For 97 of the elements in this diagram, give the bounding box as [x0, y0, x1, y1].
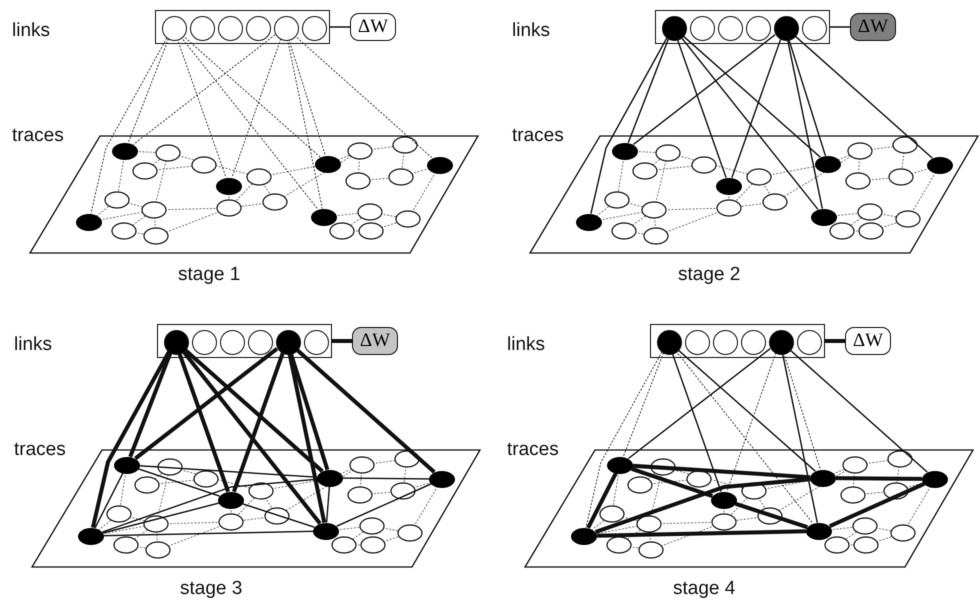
row-label: links	[512, 20, 550, 42]
connector-line	[586, 352, 662, 528]
link-node	[276, 330, 300, 354]
connector-line	[825, 339, 845, 343]
link-node	[162, 16, 186, 40]
connector-line	[242, 503, 315, 528]
connector-line	[682, 34, 821, 158]
link-node	[220, 330, 244, 354]
link-node	[684, 330, 710, 354]
connector-line	[794, 34, 933, 159]
connector-line	[628, 348, 771, 460]
connector-line	[288, 352, 326, 523]
links-box	[655, 10, 830, 44]
connector-line	[336, 483, 432, 527]
weight-change-box: ΔW	[850, 13, 896, 41]
connector-line	[788, 38, 826, 156]
link-node	[740, 330, 766, 354]
connector-line	[343, 477, 429, 480]
connector-line	[830, 26, 850, 28]
connector-line	[632, 464, 810, 480]
link-node	[274, 16, 298, 40]
link-node	[746, 16, 770, 40]
stage-caption: stage 4	[673, 578, 736, 600]
row-label: links	[14, 334, 52, 356]
link-node	[656, 330, 682, 354]
connector-line	[232, 352, 285, 492]
connector-line	[128, 352, 172, 458]
connector-line	[590, 38, 668, 214]
connector-line	[828, 482, 926, 528]
connector-line	[90, 350, 171, 528]
weight-change-box: ΔW	[352, 327, 398, 355]
connector-line	[676, 348, 816, 472]
connector-line	[594, 477, 810, 534]
connector-line	[94, 472, 124, 528]
connector-line	[177, 352, 230, 492]
link-node	[302, 16, 326, 40]
connector-line	[326, 486, 330, 523]
link-node	[662, 16, 686, 40]
link-node	[712, 330, 738, 354]
connector-line	[90, 38, 168, 214]
stage-caption: stage 2	[678, 264, 740, 286]
link-node	[192, 330, 216, 354]
connector-line	[140, 465, 318, 478]
links-box	[157, 324, 332, 358]
connector-line	[330, 26, 350, 28]
link-node	[774, 16, 798, 40]
row-label: links	[507, 334, 546, 356]
link-node	[768, 330, 794, 354]
connector-line	[134, 347, 278, 460]
link-node	[690, 16, 714, 40]
connector-line	[596, 529, 806, 538]
connector-line	[104, 530, 314, 536]
connector-line	[332, 339, 352, 343]
connector-line	[731, 38, 782, 178]
link-node	[190, 16, 214, 40]
weight-change-box: ΔW	[350, 13, 396, 41]
connector-line	[183, 348, 324, 473]
link-node	[802, 16, 826, 40]
stage-caption: stage 3	[180, 578, 242, 600]
connector-line	[138, 468, 220, 497]
row-label: traces	[507, 439, 559, 461]
stage-caption: stage 1	[178, 264, 240, 286]
links-box	[650, 324, 825, 358]
link-node	[246, 16, 270, 40]
connector-line	[102, 502, 220, 534]
link-node	[796, 330, 822, 354]
connector-line	[782, 353, 818, 523]
row-label: traces	[14, 439, 66, 461]
connector-line	[232, 38, 282, 178]
links-box	[155, 10, 330, 44]
connector-line	[182, 34, 321, 158]
row-label: links	[12, 20, 50, 42]
connector-line	[628, 38, 670, 144]
connector-line	[680, 36, 819, 210]
connector-line	[630, 467, 714, 498]
row-label: traces	[512, 125, 564, 147]
connector-line	[181, 350, 322, 525]
connector-line	[294, 348, 436, 474]
weight-change-box: ΔW	[845, 327, 891, 355]
connector-line	[726, 352, 776, 492]
link-node	[164, 330, 188, 354]
link-node	[248, 330, 272, 354]
connector-line	[128, 38, 169, 144]
row-label: traces	[12, 125, 64, 147]
link-node	[218, 16, 242, 40]
connector-line	[133, 34, 276, 145]
connector-line	[786, 39, 823, 209]
connector-line	[836, 476, 922, 481]
connector-line	[672, 352, 722, 492]
connector-line	[788, 348, 928, 473]
connector-line	[734, 502, 808, 530]
connector-line	[632, 34, 776, 146]
link-node	[304, 330, 328, 354]
connector-line	[676, 38, 727, 178]
connector-line	[622, 352, 664, 458]
connector-line	[586, 472, 618, 529]
link-node	[718, 16, 742, 40]
